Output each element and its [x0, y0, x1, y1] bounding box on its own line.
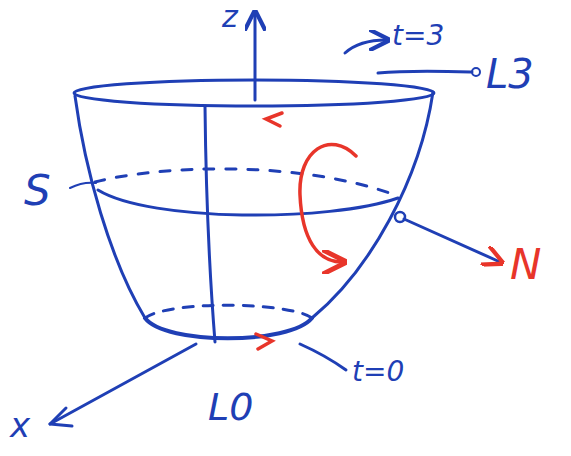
- middle-contour-back: [95, 169, 395, 195]
- parameter-label: t=3: [392, 22, 444, 50]
- curve-label: L0: [208, 388, 253, 426]
- axis-label: x: [10, 408, 30, 442]
- middle-contour-front: [98, 190, 398, 215]
- top-circle: [74, 80, 434, 106]
- side-left: [75, 96, 145, 318]
- leader-line: [300, 344, 346, 370]
- surface-label: S: [24, 170, 51, 212]
- z-axis: [254, 14, 257, 100]
- normal-label: N: [510, 244, 541, 286]
- bottom-circle-front: [145, 318, 312, 338]
- leader-line: [378, 71, 472, 73]
- x-axis: [50, 344, 196, 424]
- leader-end: [472, 68, 480, 76]
- leader-line: [70, 183, 96, 188]
- parameter-label: t=0: [352, 358, 404, 386]
- bottom-circle-back: [145, 305, 312, 318]
- leader-line: [345, 40, 386, 53]
- rotation-arrow: [300, 144, 356, 262]
- axis-label: z: [222, 2, 238, 32]
- normal-base-point: [395, 212, 405, 222]
- orientation-arrow: [266, 113, 282, 126]
- curve-label: L3: [486, 54, 534, 94]
- orientation-arrow: [256, 334, 272, 349]
- normal-vector: [404, 219, 500, 262]
- x-axis-head: [50, 408, 72, 426]
